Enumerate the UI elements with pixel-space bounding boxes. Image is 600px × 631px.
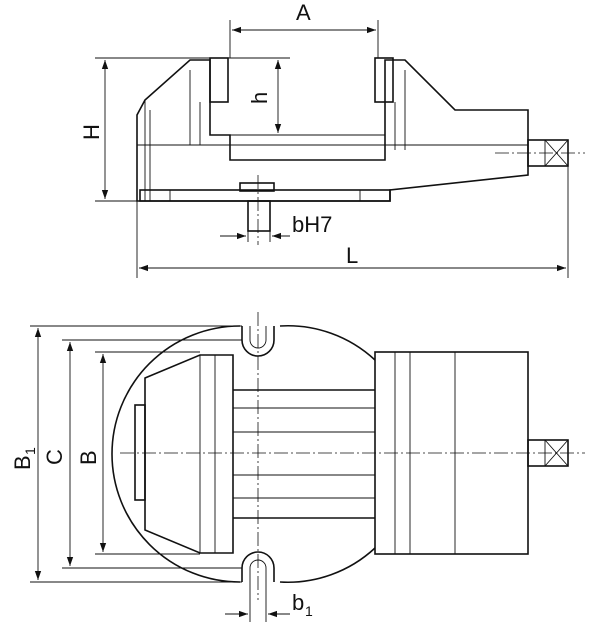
right-jaw-plate bbox=[374, 57, 394, 103]
label-b1: b bbox=[292, 590, 304, 615]
label-B: B bbox=[76, 450, 101, 465]
key-slot bbox=[247, 200, 271, 232]
fixed-jaw-outline bbox=[136, 59, 529, 202]
label-bH7: bH7 bbox=[292, 212, 332, 237]
fixed-jaw-top bbox=[144, 354, 234, 554]
label-C: C bbox=[42, 449, 67, 465]
label-H: H bbox=[79, 124, 104, 140]
label-b1-main: b bbox=[292, 590, 304, 615]
label-B1: B bbox=[10, 455, 35, 470]
label-B1-subscript: 1 bbox=[22, 447, 38, 455]
top-view: B 1 C B b 1 bbox=[10, 312, 585, 622]
label-L: L bbox=[346, 243, 358, 268]
left-jaw-plate bbox=[209, 57, 229, 103]
side-view: A h H bH7 L bbox=[79, 0, 585, 278]
slot-bottom bbox=[241, 551, 275, 582]
label-b1-subscript: 1 bbox=[305, 603, 313, 619]
label-A: A bbox=[296, 0, 311, 25]
label-h: h bbox=[247, 92, 272, 104]
jaw-face-left bbox=[134, 404, 146, 501]
label-B1-main: B bbox=[10, 455, 35, 470]
guide-key bbox=[239, 182, 275, 192]
